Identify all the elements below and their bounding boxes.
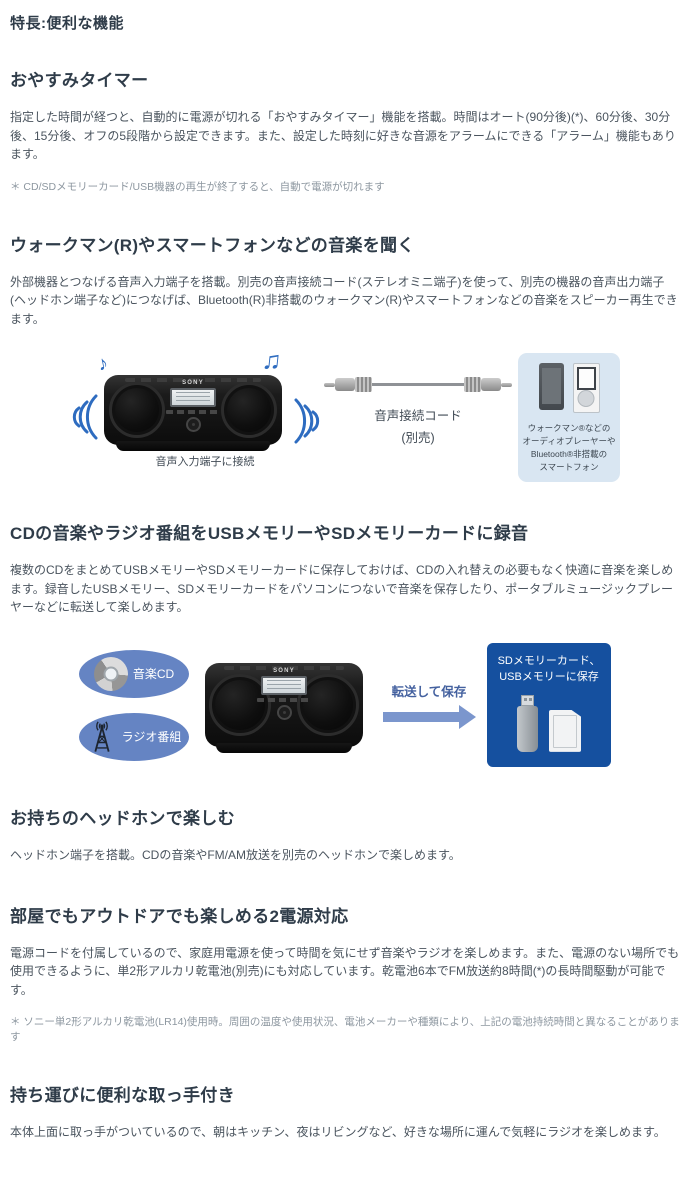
recording-body: 複数のCDをまとめてUSBメモリーやSDメモリーカードに保存しておけば、CDの入… <box>10 563 674 615</box>
power-heading: 部屋でもアウトドアでも楽しめる2電源対応 <box>10 906 349 926</box>
save-media-icons <box>517 694 581 752</box>
cd-icon <box>93 656 128 691</box>
boombox-image: SONY <box>104 374 282 451</box>
speaker-icon <box>221 381 277 438</box>
figure-caption: 音声入力端子に接続 <box>155 455 255 468</box>
walkman-icon <box>572 362 600 413</box>
radio-program-label: ラジオ番組 <box>121 730 182 745</box>
speaker-icon <box>297 674 359 737</box>
audio-cable-group: 音声接続コード (別売) <box>322 377 514 446</box>
lcd-display <box>261 676 307 696</box>
audio-cable-image <box>324 377 512 393</box>
panel-line: ウォークマン®などの <box>527 422 611 433</box>
power-note: ＊ ソニー単2形アルカリ乾電池(LR14)使用時。周囲の温度や使用状況、電池メー… <box>10 1016 680 1044</box>
save-destination-box: SDメモリーカード、 USBメモリーに保存 <box>487 643 611 768</box>
plug-collar-icon <box>464 377 481 393</box>
source-badges: 音楽CD ラジオ番組 <box>79 649 189 761</box>
dial-control <box>185 416 201 432</box>
section-power: 部屋でもアウトドアでも楽しめる2電源対応 電源コードを付属しているので、家庭用電… <box>10 902 680 1045</box>
plug-body-icon <box>481 378 501 392</box>
music-note-icon: ♫ <box>260 343 284 376</box>
headphones-body: ヘッドホン端子を搭載。CDの音楽やFM/AM放送を別売のヘッドホンで楽しめます。 <box>10 848 461 863</box>
arrow-head <box>458 705 476 730</box>
cable-label: 音声接続コード <box>374 408 462 423</box>
usb-stick-icon <box>517 694 538 752</box>
radio-program-badge: ラジオ番組 <box>79 712 189 761</box>
figure-recording: 音楽CD ラジオ番組 <box>10 643 680 768</box>
button-row <box>257 698 311 703</box>
boombox-base <box>116 440 270 451</box>
plug-collar-icon <box>355 377 372 393</box>
transfer-group: 転送して保存 <box>377 681 481 730</box>
lcd-display <box>170 387 216 407</box>
page-title: 特長:便利な機能 <box>10 15 124 32</box>
save-text-line: USBメモリーに保存 <box>499 670 599 683</box>
panel-line: スマートフォン <box>539 462 599 473</box>
headphones-heading: お持ちのヘッドホンで楽しむ <box>10 809 235 829</box>
brand-logo: SONY <box>273 668 295 675</box>
button-row <box>166 409 220 414</box>
boombox-base <box>216 743 352 754</box>
dial-control <box>276 705 292 721</box>
sound-waves-icon <box>294 398 320 444</box>
music-cd-label: 音楽CD <box>132 667 175 682</box>
sleep-timer-note: ＊ CD/SDメモリーカード/USB機器の再生が終了すると、自動で電源が切れます <box>10 180 385 193</box>
save-text-line: SDメモリーカード、 <box>497 655 601 668</box>
cable-cord <box>372 383 464 387</box>
section-recording: CDの音楽やラジオ番組をUSBメモリーやSDメモリーカードに録音 複数のCDをま… <box>10 519 680 768</box>
handle-body: 本体上面に取っ手がついているので、朝はキッチン、夜はリビングなど、好きな場所に運… <box>10 1125 666 1140</box>
arrow-shaft <box>382 712 459 723</box>
devices-panel: ウォークマン®などの オーディオプレーヤーや Bluetooth®非搭載の スマ… <box>518 352 620 483</box>
transfer-label: 転送して保存 <box>391 685 467 700</box>
figure-audio-connection: ♪ ♫ SONY <box>10 344 680 483</box>
recording-heading: CDの音楽やラジオ番組をUSBメモリーやSDメモリーカードに録音 <box>10 524 529 544</box>
boombox-image: SONY <box>205 663 363 754</box>
handle-heading: 持ち運びに便利な取っ手付き <box>10 1086 235 1106</box>
boombox-scene: ♪ ♫ SONY <box>70 344 322 468</box>
devices-panel-text: ウォークマン®などの オーディオプレーヤーや Bluetooth®非搭載の スマ… <box>523 422 616 475</box>
section-headphones: お持ちのヘッドホンで楽しむ ヘッドホン端子を搭載。CDの音楽やFM/AM放送を別… <box>10 804 680 865</box>
sd-card-icon <box>549 709 581 752</box>
save-destination-text: SDメモリーカード、 USBメモリーに保存 <box>498 654 601 686</box>
section-audio-in: ウォークマン(R)やスマートフォンなどの音楽を聞く 外部機器とつなげる音声入力端… <box>10 231 680 483</box>
power-body: 電源コードを付属しているので、家庭用電源を使って時間を気にせず音楽やラジオを楽し… <box>10 945 680 997</box>
arrow-right-icon <box>382 705 476 730</box>
devices-row <box>538 362 600 413</box>
brand-logo: SONY <box>182 379 204 386</box>
music-cd-badge: 音楽CD <box>79 649 189 698</box>
usb-body <box>517 705 538 752</box>
music-note-icon: ♪ <box>95 351 111 376</box>
speaker-icon <box>109 381 165 438</box>
audio-in-heading: ウォークマン(R)やスマートフォンなどの音楽を聞く <box>10 235 415 255</box>
plug-body-icon <box>335 378 355 392</box>
section-handle: 持ち運びに便利な取っ手付き 本体上面に取っ手がついているので、朝はキッチン、夜は… <box>10 1081 680 1142</box>
plug-tip-icon <box>501 382 512 387</box>
radio-tower-icon <box>94 720 110 752</box>
plug-tip-icon <box>324 382 335 387</box>
cable-sublabel: (別売) <box>401 430 435 445</box>
sleep-timer-body: 指定した時間が経つと、自動的に電源が切れる「おやすみタイマー」機能を搭載。時間は… <box>10 110 676 162</box>
panel-line: オーディオプレーヤーや <box>522 435 616 446</box>
panel-line: Bluetooth®非搭載の <box>530 448 608 459</box>
sleep-timer-heading: おやすみタイマー <box>10 71 149 90</box>
boombox-controls: SONY <box>253 667 315 721</box>
boombox-controls: SONY <box>162 379 224 432</box>
audio-in-body: 外部機器とつなげる音声入力端子を搭載。別売の音声接続コード(ステレオミニ端子)を… <box>10 274 678 326</box>
speaker-icon <box>209 674 271 737</box>
smartphone-icon <box>538 362 564 410</box>
sound-waves-icon <box>72 394 98 440</box>
section-sleep-timer: おやすみタイマー 指定した時間が経つと、自動的に電源が切れる「おやすみタイマー」… <box>10 66 680 194</box>
usb-connector <box>521 694 534 706</box>
